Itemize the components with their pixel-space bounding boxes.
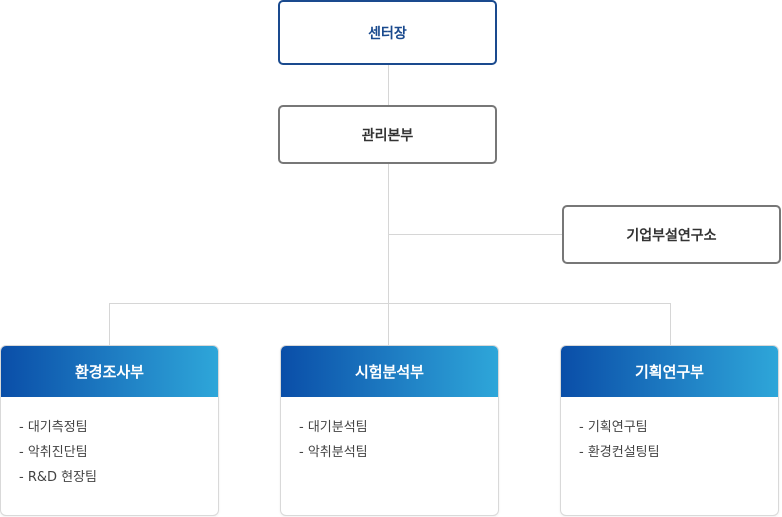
team-list: - 기획연구팀 - 환경컨설팅팀 <box>561 397 778 465</box>
team-item: - 대기분석팀 <box>299 420 368 435</box>
division-test-analysis: 시험분석부 - 대기분석팀 - 악취분석팀 <box>280 345 499 516</box>
connector-horizontal-divisions <box>109 303 671 304</box>
research-institute-box: 기업부설연구소 <box>562 205 781 264</box>
team-list: - 대기측정팀 - 악취진단팀 - R&D 현장팀 <box>1 397 218 490</box>
division-title: 시험분석부 <box>281 346 498 397</box>
division-title: 환경조사부 <box>1 346 218 397</box>
connector-center-to-management <box>388 64 389 106</box>
connector-management-to-branch <box>388 163 389 345</box>
team-item: - 악취분석팀 <box>299 445 368 460</box>
team-item: - 악취진단팀 <box>19 445 88 460</box>
connector-to-division-3 <box>670 303 671 346</box>
team-item: - 기획연구팀 <box>579 420 648 435</box>
connector-to-research-institute <box>388 234 564 235</box>
connector-to-division-1 <box>109 303 110 346</box>
team-item: - 환경컨설팅팀 <box>579 445 660 460</box>
team-item: - 대기측정팀 <box>19 420 88 435</box>
management-box: 관리본부 <box>278 105 497 164</box>
team-list: - 대기분석팀 - 악취분석팀 <box>281 397 498 465</box>
center-head-box: 센터장 <box>278 0 497 65</box>
division-environment-survey: 환경조사부 - 대기측정팀 - 악취진단팀 - R&D 현장팀 <box>0 345 219 516</box>
division-title: 기획연구부 <box>561 346 778 397</box>
team-item: - R&D 현장팀 <box>19 470 98 485</box>
division-planning-research: 기획연구부 - 기획연구팀 - 환경컨설팅팀 <box>560 345 779 516</box>
